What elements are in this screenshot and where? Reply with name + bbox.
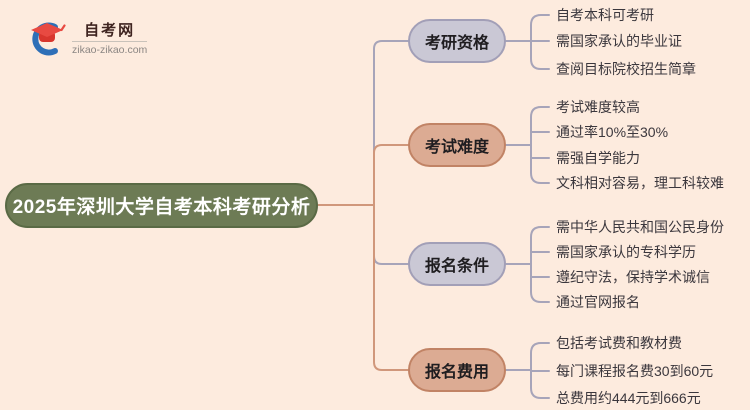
leaf-bracket-group	[505, 14, 550, 399]
leaf-item: 文科相对容易，理工科较难	[556, 175, 724, 191]
leaf-item: 包括考试费和教材费	[556, 335, 682, 351]
logo-title: 自考网	[84, 22, 136, 39]
leaf-item: 需强自学能力	[556, 150, 640, 166]
logo-domain: zikao-zikao.com	[72, 41, 148, 56]
branch-node-baoming-feiyong: 报名费用	[408, 348, 506, 392]
leaf-item: 遵纪守法，保持学术诚信	[556, 269, 710, 285]
graduation-cap-icon	[31, 22, 66, 56]
branch-line-gray-group	[373, 40, 409, 265]
branch-line-salmon-group	[317, 144, 409, 371]
leaf-item: 自考本科可考研	[556, 7, 654, 23]
leaf-item: 通过官网报名	[556, 294, 640, 310]
leaf-item: 查阅目标院校招生简章	[556, 61, 696, 77]
branch-node-kaoshi-nandu: 考试难度	[408, 123, 506, 167]
leaf-item: 需中华人民共和国公民身份	[556, 219, 724, 235]
branch-node-kaoyan-zige: 考研资格	[408, 19, 506, 63]
leaf-item: 需国家承认的专科学历	[556, 244, 696, 260]
leaf-item: 通过率10%至30%	[556, 124, 669, 140]
site-logo: 自考网 zikao-zikao.com	[28, 20, 148, 58]
branch-node-baoming-tiaojian: 报名条件	[408, 242, 506, 286]
leaf-item: 需国家承认的毕业证	[556, 33, 682, 49]
leaf-item: 总费用约444元到666元	[556, 390, 701, 406]
root-node: 2025年深圳大学自考本科考研分析	[5, 183, 318, 228]
leaf-item: 考试难度较高	[556, 99, 640, 115]
leaf-item: 每门课程报名费30到60元	[556, 363, 714, 379]
